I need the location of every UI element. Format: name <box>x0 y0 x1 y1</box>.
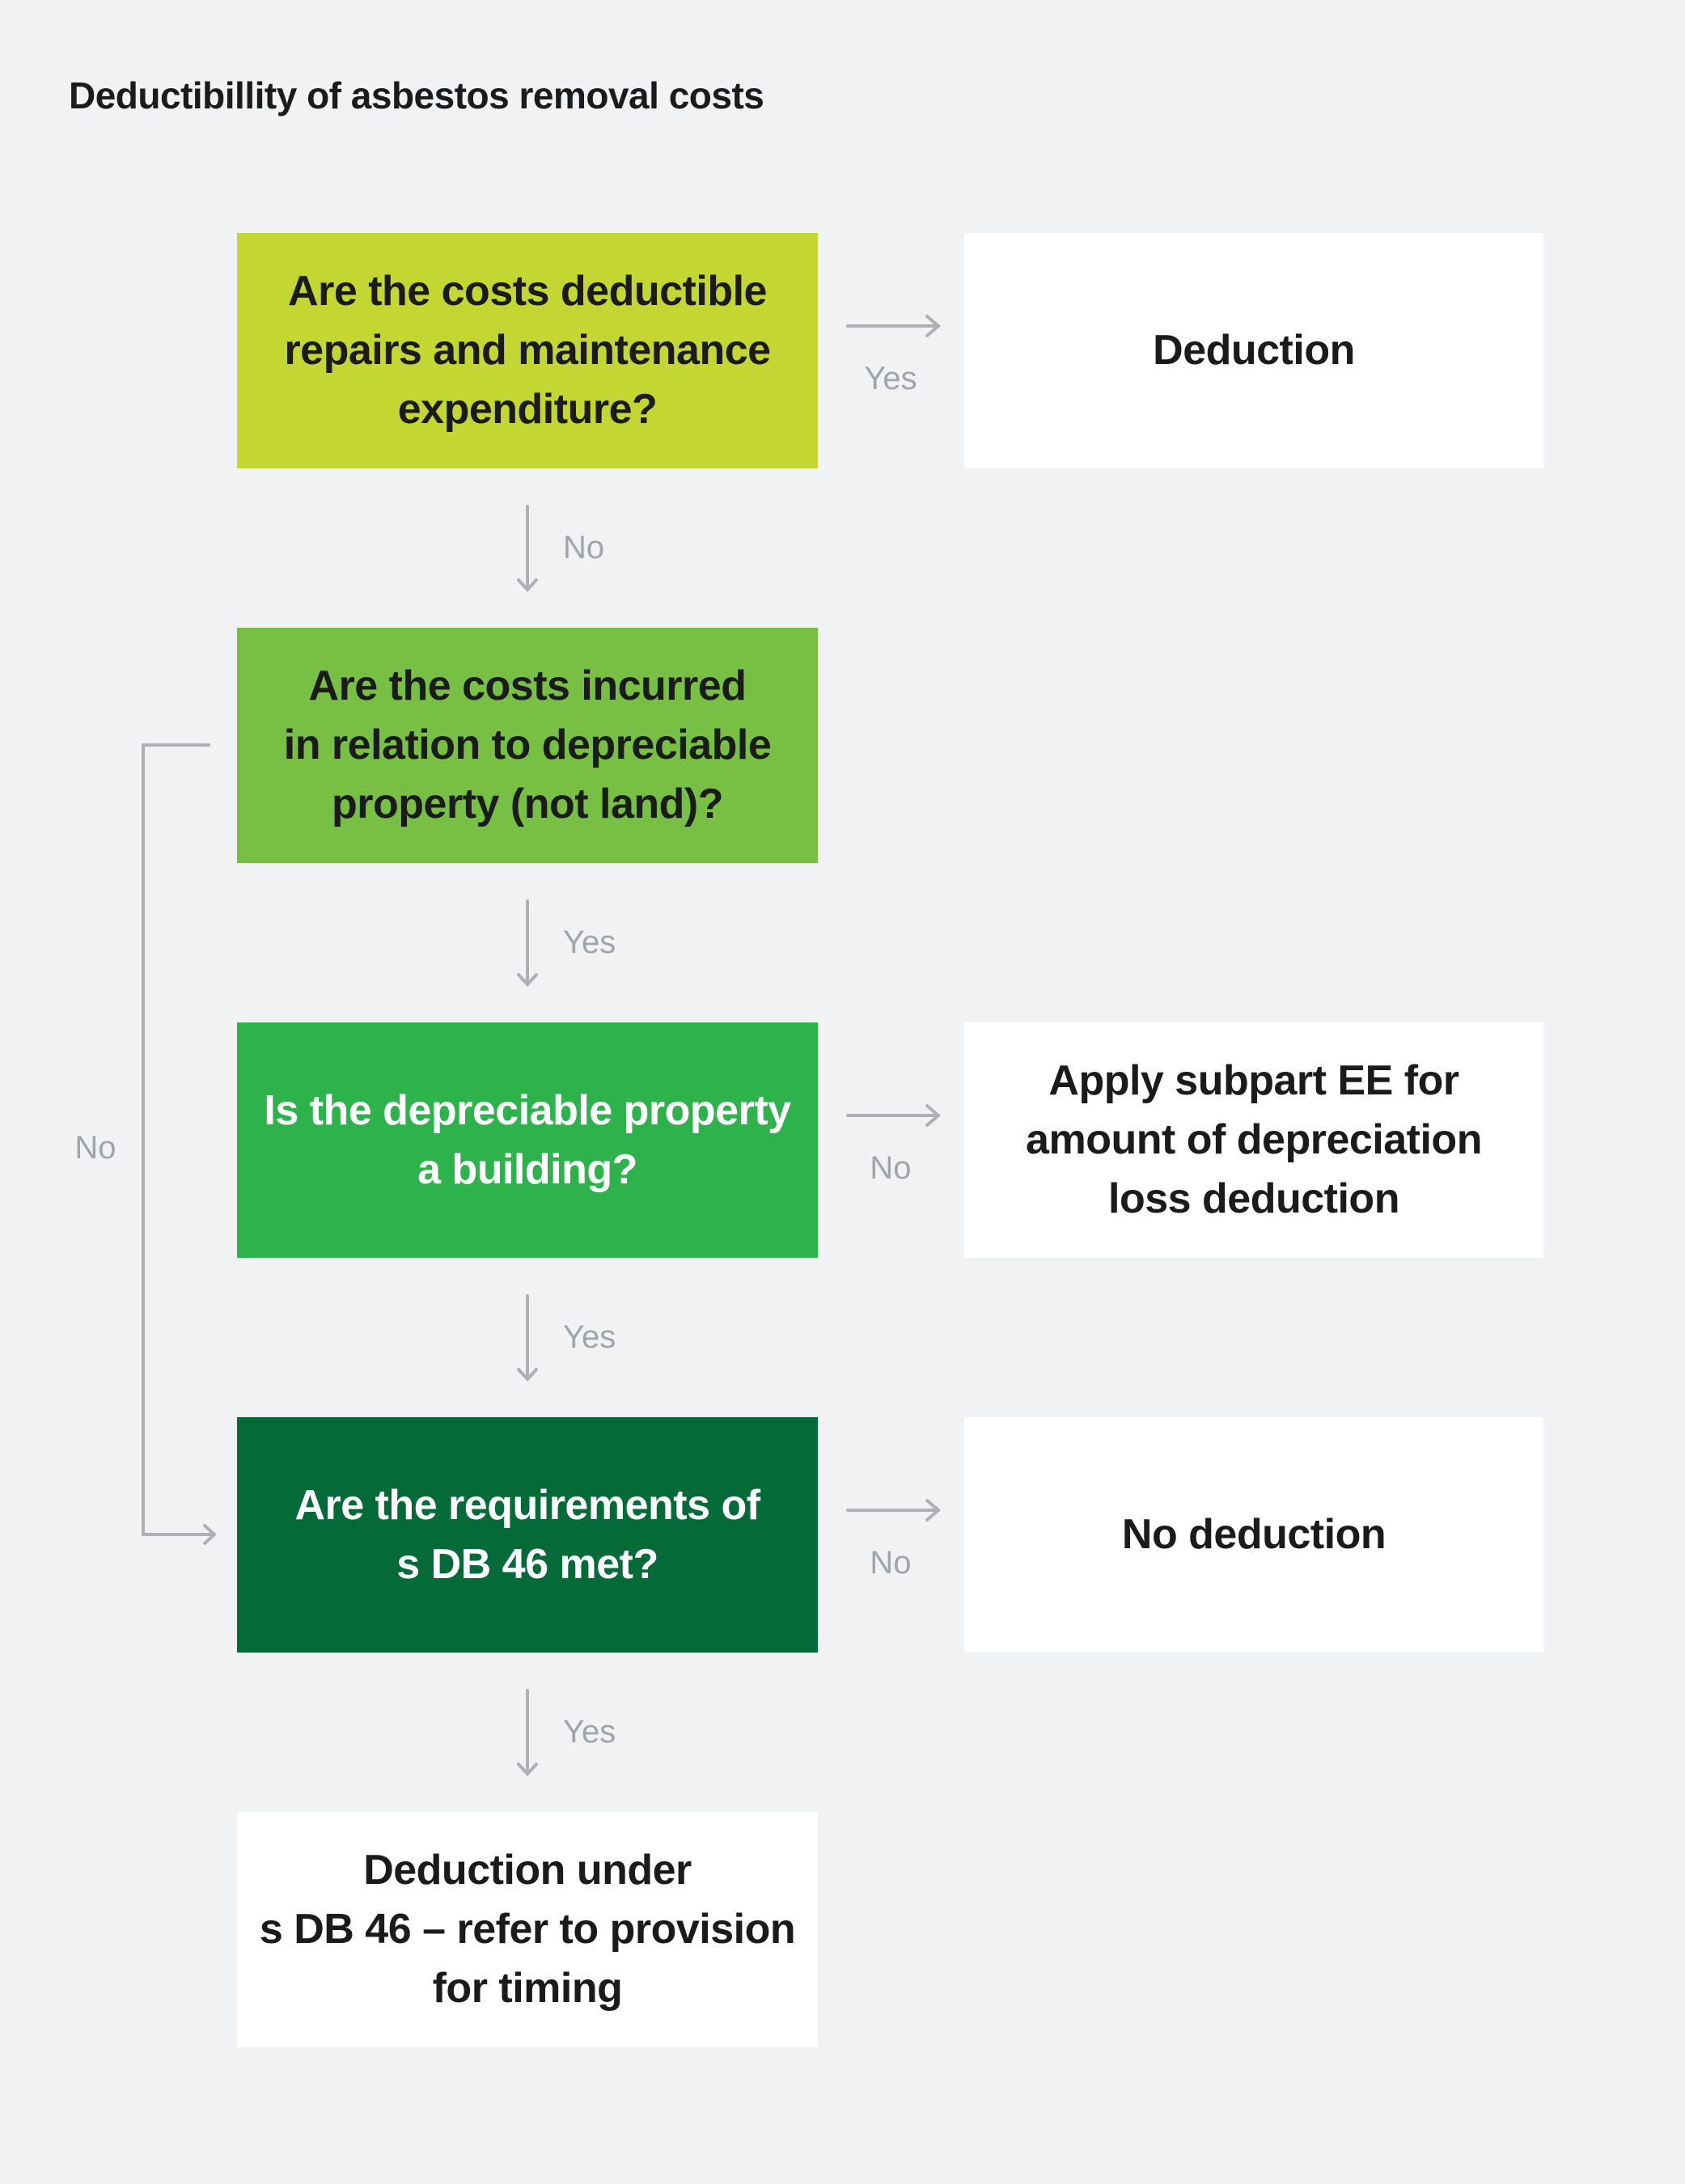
edge-label-no-q2-q4-bypass: No <box>74 1130 116 1166</box>
node-db46-deduction-result: Deduction under s DB 46 – refer to provi… <box>237 1812 818 2047</box>
arrow-q4-to-db46-deduction <box>517 1689 538 1776</box>
node-subpart-ee-result: Apply subpart EE for amount of depreciat… <box>964 1022 1543 1258</box>
node-depreciable-property-question: Are the costs incurred in relation to de… <box>237 628 818 863</box>
edge-label-no-q4-no-deduction: No <box>870 1545 912 1581</box>
node-no-deduction-result: No deduction <box>964 1417 1543 1653</box>
edge-label-yes-q3-q4: Yes <box>563 1319 616 1355</box>
edge-label-yes-q4-db46-deduction: Yes <box>563 1714 616 1750</box>
node-building-question: Is the depreciable property a building? <box>237 1022 818 1258</box>
arrow-q2-to-q3 <box>517 899 538 987</box>
node-repairs-question: Are the costs deductible repairs and mai… <box>237 233 818 468</box>
edge-label-yes-q1-deduction: Yes <box>864 361 917 396</box>
arrow-q2-to-q4-bypass <box>142 743 217 1545</box>
node-deduction-result: Deduction <box>964 233 1543 468</box>
node-db46-question: Are the requirements of s DB 46 met? <box>237 1417 818 1653</box>
edge-label-no-q3-subpart-ee: No <box>870 1150 912 1186</box>
arrow-q3-to-subpart-ee <box>846 1104 942 1127</box>
edge-label-yes-q2-q3: Yes <box>563 925 616 960</box>
arrow-q1-to-deduction <box>846 315 942 337</box>
page-title: Deductibillity of asbestos removal costs <box>69 74 764 116</box>
arrow-q1-to-q2 <box>517 505 538 592</box>
arrow-q4-to-no-deduction <box>846 1499 942 1522</box>
arrow-q3-to-q4 <box>517 1294 538 1382</box>
edge-label-no-q1-q2: No <box>563 530 605 565</box>
